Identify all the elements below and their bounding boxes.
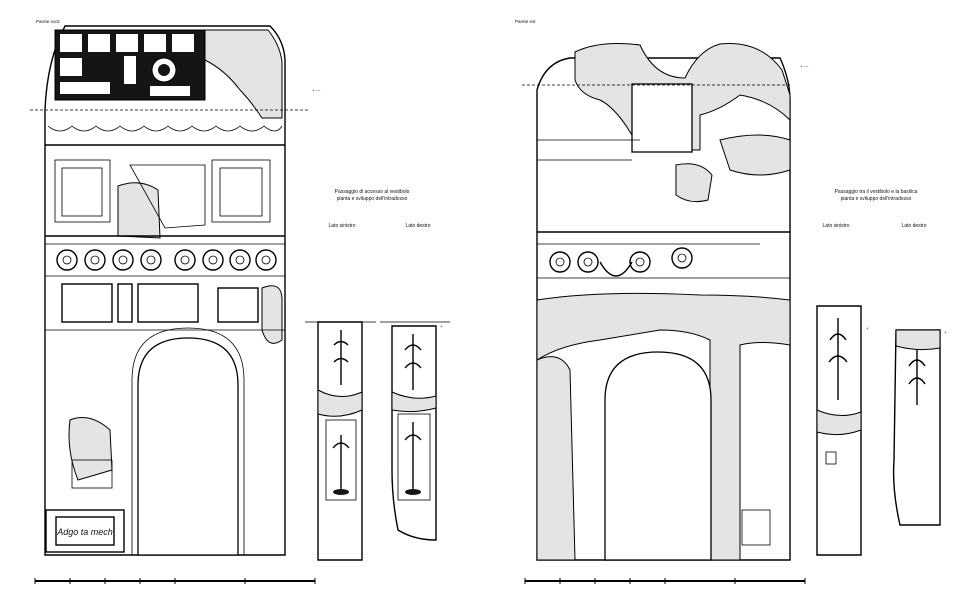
window-opening (631, 83, 693, 153)
right-level-mark-1: + --- (800, 64, 809, 69)
left-intrados-strip-left (305, 321, 376, 561)
cartouche-text: Adgo ta mech (56, 527, 113, 537)
right-wall-elevation: + --- (522, 43, 809, 561)
right-wall-label: Parete est (515, 19, 536, 24)
right-side-left-label: Lato sinistro (823, 223, 850, 229)
left-side-right-label: Lato destro (405, 223, 430, 229)
left-side-left-label: Lato sinistro (329, 223, 356, 229)
lacuna-right-band (719, 134, 791, 176)
svg-text:+: + (866, 326, 869, 331)
svg-text:+: + (944, 330, 947, 335)
left-scale-bar (34, 578, 316, 584)
left-level-mark-2: + (440, 324, 443, 329)
lacuna-lower-left (68, 417, 113, 481)
right-spiral-frieze (537, 243, 790, 279)
left-wall-label: Parete nord (36, 19, 60, 24)
left-level-mark-1: + --- (312, 88, 321, 93)
lacuna-small (675, 163, 713, 203)
coffered-ceiling (54, 29, 206, 101)
right-arch-opening (604, 351, 712, 561)
left-title-line1: Passaggio di accesso al vestibolo (335, 189, 410, 195)
lacuna-lower-band (536, 292, 791, 561)
left-title-line2: pianta e sviluppo dell'intradosso (337, 196, 408, 202)
lacuna-right (261, 285, 283, 344)
left-arch-opening (137, 337, 239, 556)
right-title-line2: pianta e sviluppo dell'intradosso (841, 196, 912, 202)
spiral-frieze (45, 243, 285, 277)
right-sheet: Parete est + --- (515, 19, 947, 584)
right-title-line1: Passaggio tra il vestibolo e la basilica (835, 189, 918, 195)
left-intrados-strip-right: + (380, 321, 450, 541)
lacuna-top-right (199, 29, 283, 119)
lacuna-left-jamb (536, 356, 576, 561)
right-intrados-strip-left: + (816, 305, 869, 556)
right-intrados-strip-right: + (892, 329, 947, 526)
left-sheet: Parete nord (30, 19, 450, 584)
left-wall-elevation: + --- (30, 25, 321, 556)
right-scale-bar (524, 578, 806, 584)
right-side-right-label: Lato destro (901, 223, 926, 229)
lacuna-middle (117, 182, 161, 239)
